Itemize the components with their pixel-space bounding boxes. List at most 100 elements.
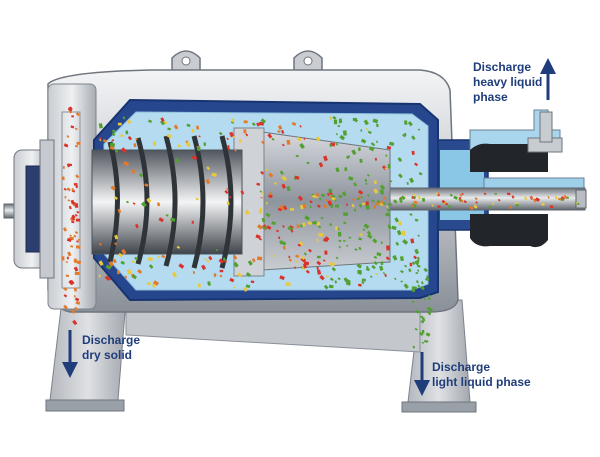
particle xyxy=(392,254,398,261)
particle xyxy=(75,245,81,250)
particle xyxy=(408,268,412,273)
particle xyxy=(371,199,375,202)
particle xyxy=(549,205,554,208)
light-liquid-arrow xyxy=(414,352,430,396)
particle xyxy=(414,327,418,331)
dry-solid-arrow xyxy=(62,330,78,378)
particle xyxy=(401,230,406,236)
particle xyxy=(400,280,403,283)
particle xyxy=(312,221,317,225)
particle xyxy=(298,241,304,246)
particle xyxy=(75,112,80,117)
particle xyxy=(99,138,102,142)
particle xyxy=(373,261,378,266)
particle xyxy=(358,246,362,251)
particle xyxy=(144,183,149,188)
particle xyxy=(427,311,432,316)
particle xyxy=(178,263,185,269)
particle xyxy=(299,224,304,228)
light-liquid-label: Discharge light liquid phase xyxy=(432,360,531,390)
particle xyxy=(123,161,130,167)
particle xyxy=(224,189,229,195)
particle xyxy=(386,245,390,251)
particle xyxy=(318,162,324,168)
particle xyxy=(75,300,81,305)
particle xyxy=(260,118,266,124)
particle xyxy=(135,137,138,141)
particle xyxy=(73,294,76,298)
particle xyxy=(560,198,564,201)
particle xyxy=(237,272,243,278)
particle xyxy=(311,193,314,196)
particle xyxy=(66,187,71,192)
particle xyxy=(71,214,76,219)
particle xyxy=(323,155,328,162)
particle xyxy=(258,121,265,126)
particle xyxy=(361,202,365,205)
particle xyxy=(192,271,196,274)
particle xyxy=(120,260,126,265)
particle xyxy=(483,192,487,196)
particle xyxy=(337,125,341,128)
particle xyxy=(411,150,415,155)
particle xyxy=(358,237,363,241)
particle xyxy=(338,118,343,124)
particle xyxy=(326,192,330,197)
particle xyxy=(459,193,463,197)
particle xyxy=(195,197,199,201)
particle xyxy=(152,283,156,288)
particle xyxy=(329,192,333,196)
particle xyxy=(78,239,81,241)
particle xyxy=(322,259,326,262)
particle xyxy=(317,225,322,229)
particle xyxy=(327,200,333,206)
particle xyxy=(250,280,255,284)
particle xyxy=(374,180,377,185)
particle xyxy=(281,183,286,189)
particle xyxy=(323,284,329,290)
particle xyxy=(506,192,511,196)
particle xyxy=(331,194,336,198)
particle xyxy=(108,261,114,267)
particle xyxy=(71,188,74,192)
particle xyxy=(370,142,375,146)
particle xyxy=(387,224,392,229)
particle xyxy=(394,277,397,281)
particle xyxy=(402,133,407,138)
particle xyxy=(343,239,346,242)
particle xyxy=(240,190,245,195)
particle xyxy=(365,201,369,206)
particle xyxy=(414,260,419,264)
particle xyxy=(98,242,102,246)
particle xyxy=(309,200,313,204)
particle xyxy=(71,220,75,224)
particle xyxy=(398,173,403,179)
particle xyxy=(260,196,263,199)
particle xyxy=(427,297,431,301)
particle xyxy=(112,129,116,133)
particle xyxy=(301,266,306,270)
particle xyxy=(69,217,73,222)
particle xyxy=(335,226,338,231)
particle xyxy=(318,232,324,237)
particle xyxy=(303,137,306,140)
particle xyxy=(366,173,370,177)
particle xyxy=(380,241,383,245)
particle xyxy=(359,158,363,163)
particle xyxy=(286,186,291,192)
particle xyxy=(260,170,265,175)
particle xyxy=(125,200,129,204)
particle xyxy=(372,238,378,244)
particle xyxy=(331,196,336,201)
particle xyxy=(532,198,537,203)
particle xyxy=(74,231,79,235)
particle xyxy=(261,140,265,145)
particle xyxy=(258,237,263,241)
particle xyxy=(262,226,267,230)
particle xyxy=(158,217,164,223)
particle xyxy=(147,257,153,262)
particle xyxy=(68,109,73,114)
heavy-liquid-label-line-1: Discharge xyxy=(473,60,532,74)
particle xyxy=(63,187,67,191)
particle xyxy=(110,185,116,191)
